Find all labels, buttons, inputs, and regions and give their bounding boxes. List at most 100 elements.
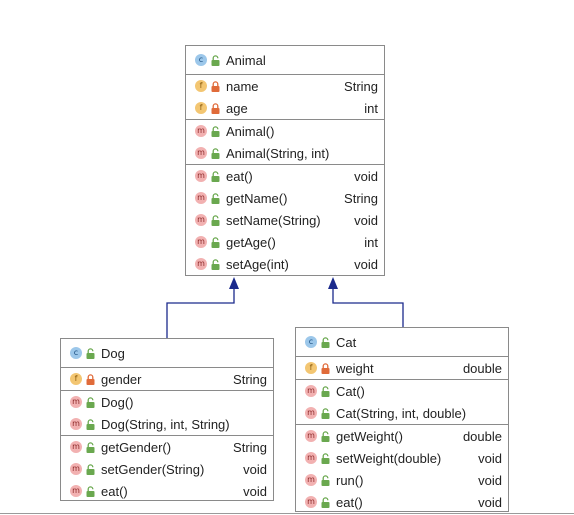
method-icon: m [305, 430, 317, 442]
member-type: void [478, 494, 502, 510]
method-icon: m [195, 192, 207, 204]
method-icon: m [305, 452, 317, 464]
member-type: double [462, 360, 502, 376]
class-icon: c [70, 347, 82, 359]
member-name: setAge(int) [226, 256, 289, 272]
class-header[interactable]: c Animal [186, 46, 384, 75]
class-header[interactable]: c Dog [61, 339, 273, 368]
method-icon: m [305, 385, 317, 397]
member-name: age [226, 100, 248, 116]
method-icon: m [305, 474, 317, 486]
public-visibility-icon [321, 385, 330, 397]
method-icon: m [195, 236, 207, 248]
private-visibility-icon [211, 80, 220, 92]
member-name: setGender(String) [101, 461, 205, 477]
dog-extends-animal-line [166, 284, 235, 338]
field-icon: f [195, 102, 207, 114]
member-name: setName(String) [226, 212, 321, 228]
member-name: gender [101, 371, 142, 387]
private-visibility-icon [86, 373, 95, 385]
method-icon: m [195, 125, 207, 137]
public-visibility-icon [211, 192, 220, 204]
class-name: Dog [101, 345, 125, 361]
public-visibility-icon [86, 396, 95, 408]
member-type: String [344, 78, 378, 94]
method-icon: m [305, 496, 317, 508]
class-name: Cat [336, 334, 357, 350]
public-visibility-icon [321, 474, 330, 486]
member-type: double [462, 428, 502, 444]
member-name: Cat(String, int, double) [336, 405, 467, 421]
member-name: Cat() [336, 383, 365, 399]
field-row[interactable]: f age int [186, 97, 384, 119]
method-icon: m [70, 485, 82, 497]
method-icon: m [70, 441, 82, 453]
method-row[interactable]: m eat() void [296, 491, 508, 513]
member-name: Dog(String, int, String) [101, 416, 230, 432]
member-type: String [344, 190, 378, 206]
method-row[interactable]: m getAge() int [186, 231, 384, 253]
public-visibility-icon [211, 236, 220, 248]
method-icon: m [70, 396, 82, 408]
member-name: run() [336, 472, 364, 488]
public-visibility-icon [211, 258, 220, 270]
public-visibility-icon [211, 214, 220, 226]
member-type: void [354, 212, 378, 228]
field-icon: f [70, 373, 82, 385]
member-type: int [364, 234, 378, 250]
class-header[interactable]: c Cat [296, 328, 508, 357]
field-icon: f [305, 362, 317, 374]
class-name: Animal [226, 52, 266, 68]
public-visibility-icon [211, 125, 220, 137]
public-visibility-icon [86, 418, 95, 430]
member-name: eat() [226, 168, 253, 184]
member-name: eat() [336, 494, 363, 510]
class-icon: c [305, 336, 317, 348]
member-name: eat() [101, 483, 128, 499]
method-icon: m [70, 463, 82, 475]
private-visibility-icon [321, 362, 330, 374]
member-name: getGender() [101, 439, 172, 455]
public-visibility-icon [211, 147, 220, 159]
bottom-border-line [0, 513, 574, 514]
dog-extends-animal-arrowhead [229, 277, 239, 289]
field-row[interactable]: f name String [186, 75, 384, 97]
constructor-row[interactable]: m Cat() [296, 380, 508, 402]
public-visibility-icon [211, 170, 220, 182]
class-icon: c [195, 54, 207, 66]
field-icon: f [195, 80, 207, 92]
member-name: name [226, 78, 259, 94]
public-visibility-icon [86, 485, 95, 497]
method-row[interactable]: m getWeight() double [296, 425, 508, 447]
member-type: int [364, 100, 378, 116]
member-name: getWeight() [336, 428, 403, 444]
public-visibility-icon [321, 336, 330, 348]
member-name: getAge() [226, 234, 276, 250]
public-visibility-icon [86, 441, 95, 453]
method-icon: m [195, 170, 207, 182]
